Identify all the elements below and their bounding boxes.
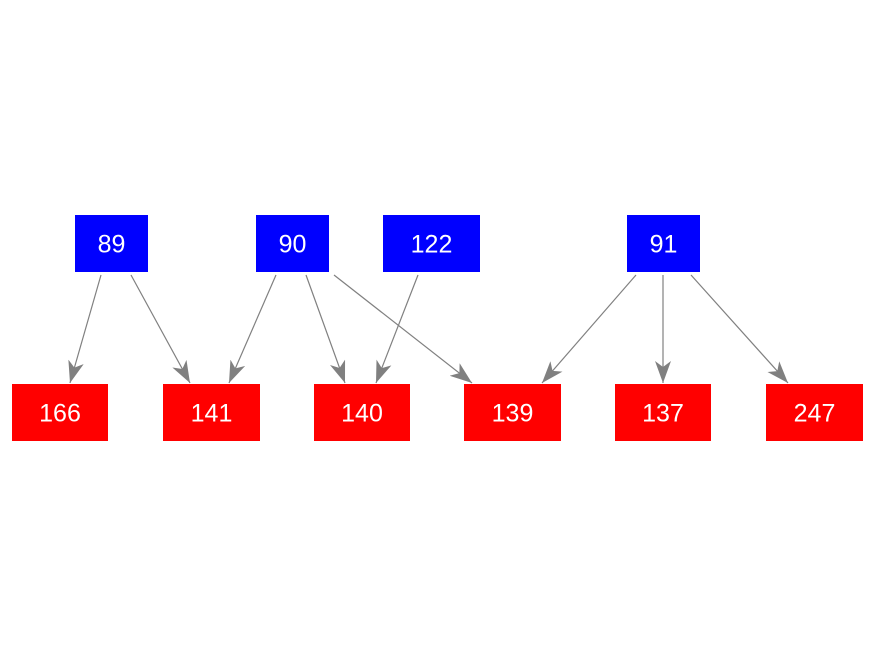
edge-91-to-247 <box>690 274 789 384</box>
node-box <box>256 215 329 272</box>
node-89: 89 <box>75 215 148 272</box>
node-140: 140 <box>314 384 410 441</box>
node-139: 139 <box>464 384 561 441</box>
node-label: 137 <box>642 400 684 428</box>
node-label: 247 <box>794 400 836 428</box>
node-166: 166 <box>12 384 108 441</box>
node-label: 90 <box>279 231 307 259</box>
node-247: 247 <box>766 384 863 441</box>
edge-122-to-140 <box>375 274 419 384</box>
edge-90-to-140 <box>305 274 346 384</box>
node-box <box>615 384 711 441</box>
node-box <box>163 384 260 441</box>
node-label: 139 <box>492 400 534 428</box>
node-box <box>464 384 561 441</box>
edge-90-to-141 <box>228 274 277 384</box>
node-box <box>75 215 148 272</box>
node-box <box>314 384 410 441</box>
node-label: 91 <box>650 231 678 259</box>
node-box <box>383 215 480 272</box>
node-box <box>766 384 863 441</box>
edge-91-to-139 <box>541 274 637 384</box>
edge-89-to-166 <box>68 274 102 384</box>
node-label: 140 <box>341 400 383 428</box>
node-122: 122 <box>383 215 480 272</box>
node-137: 137 <box>615 384 711 441</box>
node-label: 141 <box>191 400 233 428</box>
node-label: 166 <box>39 400 81 428</box>
nodes-layer: 89 90 122 91 166 141 140 139 137 247 <box>12 215 863 441</box>
edge-89-to-141 <box>130 274 191 384</box>
node-141: 141 <box>163 384 260 441</box>
node-label: 89 <box>98 231 126 259</box>
edges-layer <box>68 274 789 384</box>
node-91: 91 <box>627 215 700 272</box>
node-box <box>12 384 108 441</box>
node-label: 122 <box>411 231 453 259</box>
edge-90-to-139 <box>333 274 473 384</box>
node-90: 90 <box>256 215 329 272</box>
node-box <box>627 215 700 272</box>
